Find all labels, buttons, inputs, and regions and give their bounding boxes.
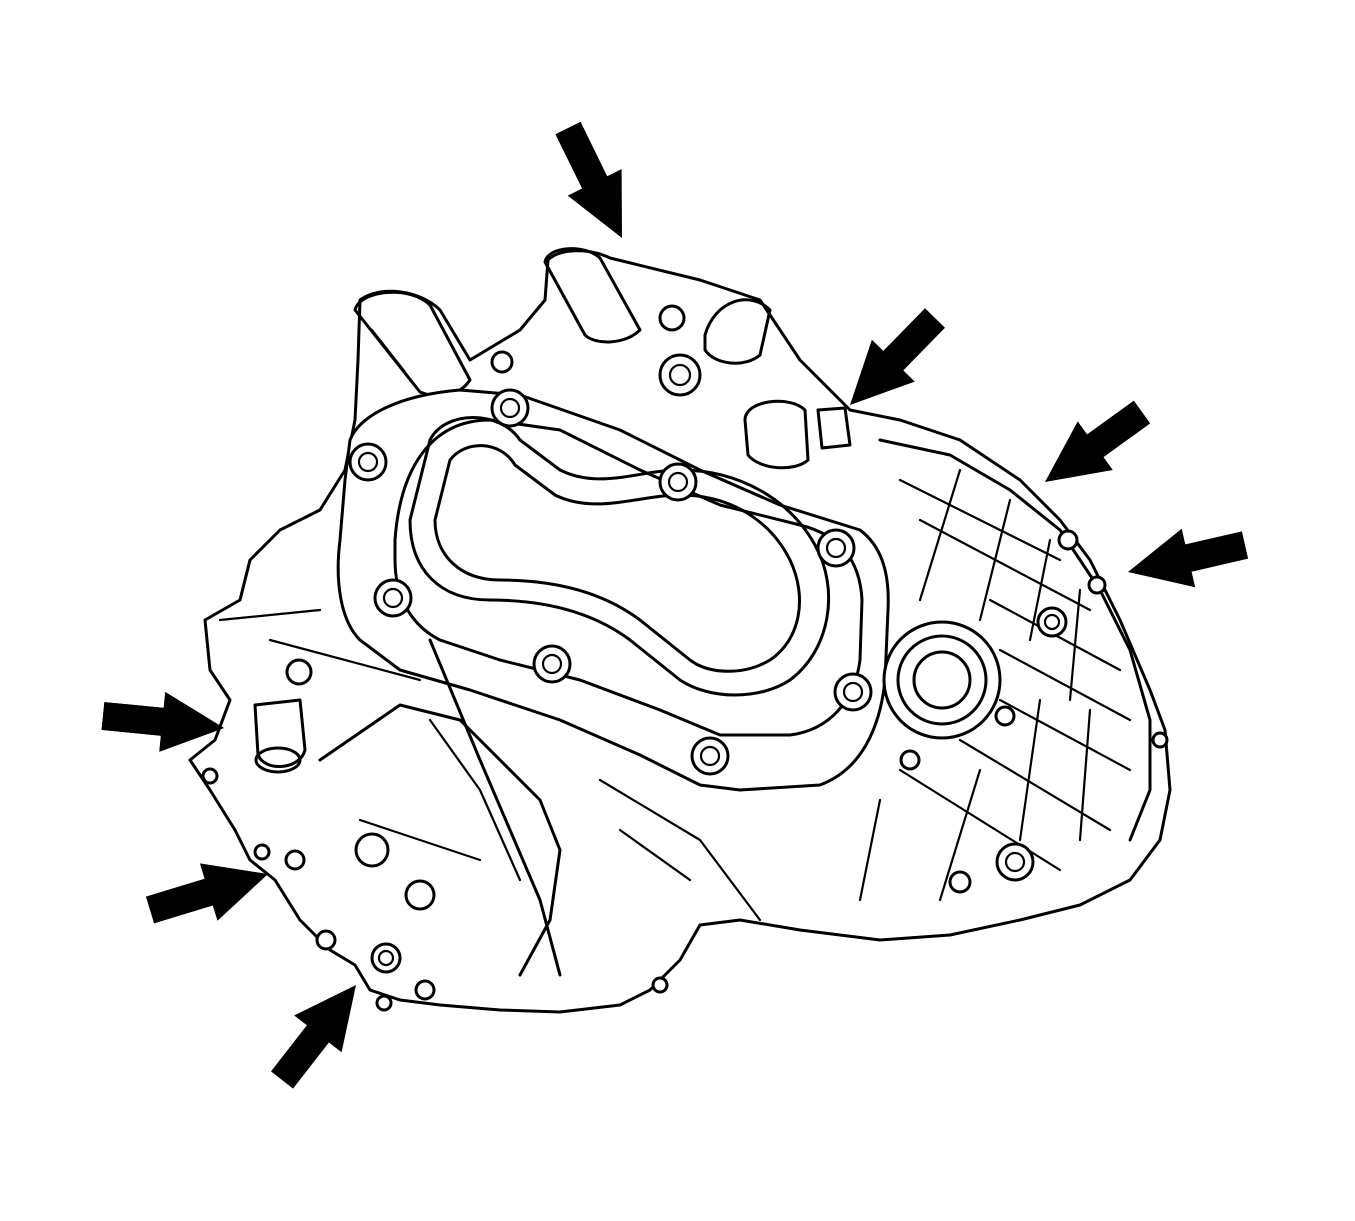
lower-hole xyxy=(651,976,669,994)
arrow-icon xyxy=(1128,528,1249,588)
cover-bolt-head xyxy=(541,653,563,675)
arrow-icon xyxy=(271,985,356,1089)
arrow-icon xyxy=(145,863,268,924)
bell-hole xyxy=(948,870,972,894)
right-top-boss xyxy=(703,298,772,365)
cover-bolt xyxy=(658,462,698,502)
side-cover-flange xyxy=(336,388,890,792)
cover-bolt-head xyxy=(667,471,689,493)
cover-bolt-head xyxy=(357,451,379,473)
bell-hole-inner xyxy=(1004,851,1026,873)
transmission-housing xyxy=(188,247,1172,1014)
cover-pan-outer xyxy=(408,416,831,697)
bottom-rib xyxy=(428,638,562,977)
bell-housing-ribs xyxy=(858,438,1152,902)
output-hub-outer xyxy=(882,620,1002,740)
bell-hole xyxy=(1057,529,1079,551)
lower-hole xyxy=(201,767,219,785)
cover-pan-inner xyxy=(433,444,802,673)
lower-hole xyxy=(253,843,271,861)
left-port-mouth xyxy=(254,746,302,774)
cover-bolt xyxy=(816,528,856,568)
arrow-icon xyxy=(850,308,945,405)
bell-hole-inner xyxy=(1043,613,1061,631)
lower-hole xyxy=(284,849,306,871)
vent-fitting xyxy=(743,399,810,470)
lower-hole xyxy=(315,929,337,951)
lower-hole xyxy=(370,942,402,974)
vent-neck xyxy=(816,406,852,450)
cover-inner-panel xyxy=(393,418,864,737)
cover-bolt xyxy=(690,736,730,776)
cover-bolt xyxy=(532,644,572,684)
bell-hole xyxy=(1087,575,1107,595)
cover-bolt xyxy=(833,672,873,712)
bell-hole xyxy=(995,842,1035,882)
top-boss xyxy=(543,247,642,344)
top-hole-2-inner xyxy=(668,363,692,387)
left-boss-inner xyxy=(370,328,407,374)
top-hole-3 xyxy=(490,350,514,374)
cover-bolt-head xyxy=(842,681,864,703)
output-hub-mid xyxy=(896,634,988,726)
cover-bolt xyxy=(373,578,413,618)
lower-hole-inner xyxy=(377,949,395,967)
cover-bolt-head xyxy=(499,397,521,419)
lower-hole xyxy=(285,658,313,686)
arrow-icon xyxy=(101,692,224,752)
lower-hole xyxy=(375,994,393,1012)
cover-bolt-head xyxy=(825,537,847,559)
bell-hole xyxy=(899,749,921,771)
cover-bolt-head xyxy=(699,745,721,767)
cover-bolt xyxy=(490,388,530,428)
bell-hole xyxy=(1036,606,1068,638)
cover-bolt xyxy=(348,442,388,482)
lower-rib xyxy=(318,703,562,977)
output-hub-inner xyxy=(912,650,972,710)
bell-hole xyxy=(994,705,1016,727)
lower-hole xyxy=(354,832,390,868)
lower-hole xyxy=(404,879,436,911)
arrow-icon xyxy=(555,121,622,238)
cover-bolts xyxy=(348,388,873,776)
lower-hole xyxy=(414,979,436,1001)
top-hole-2 xyxy=(658,353,702,397)
bell-hole xyxy=(1151,731,1169,749)
arrow-icon xyxy=(1045,400,1151,482)
cover-bolt-head xyxy=(382,587,404,609)
arrows xyxy=(101,121,1249,1089)
top-hole-1 xyxy=(658,304,686,332)
